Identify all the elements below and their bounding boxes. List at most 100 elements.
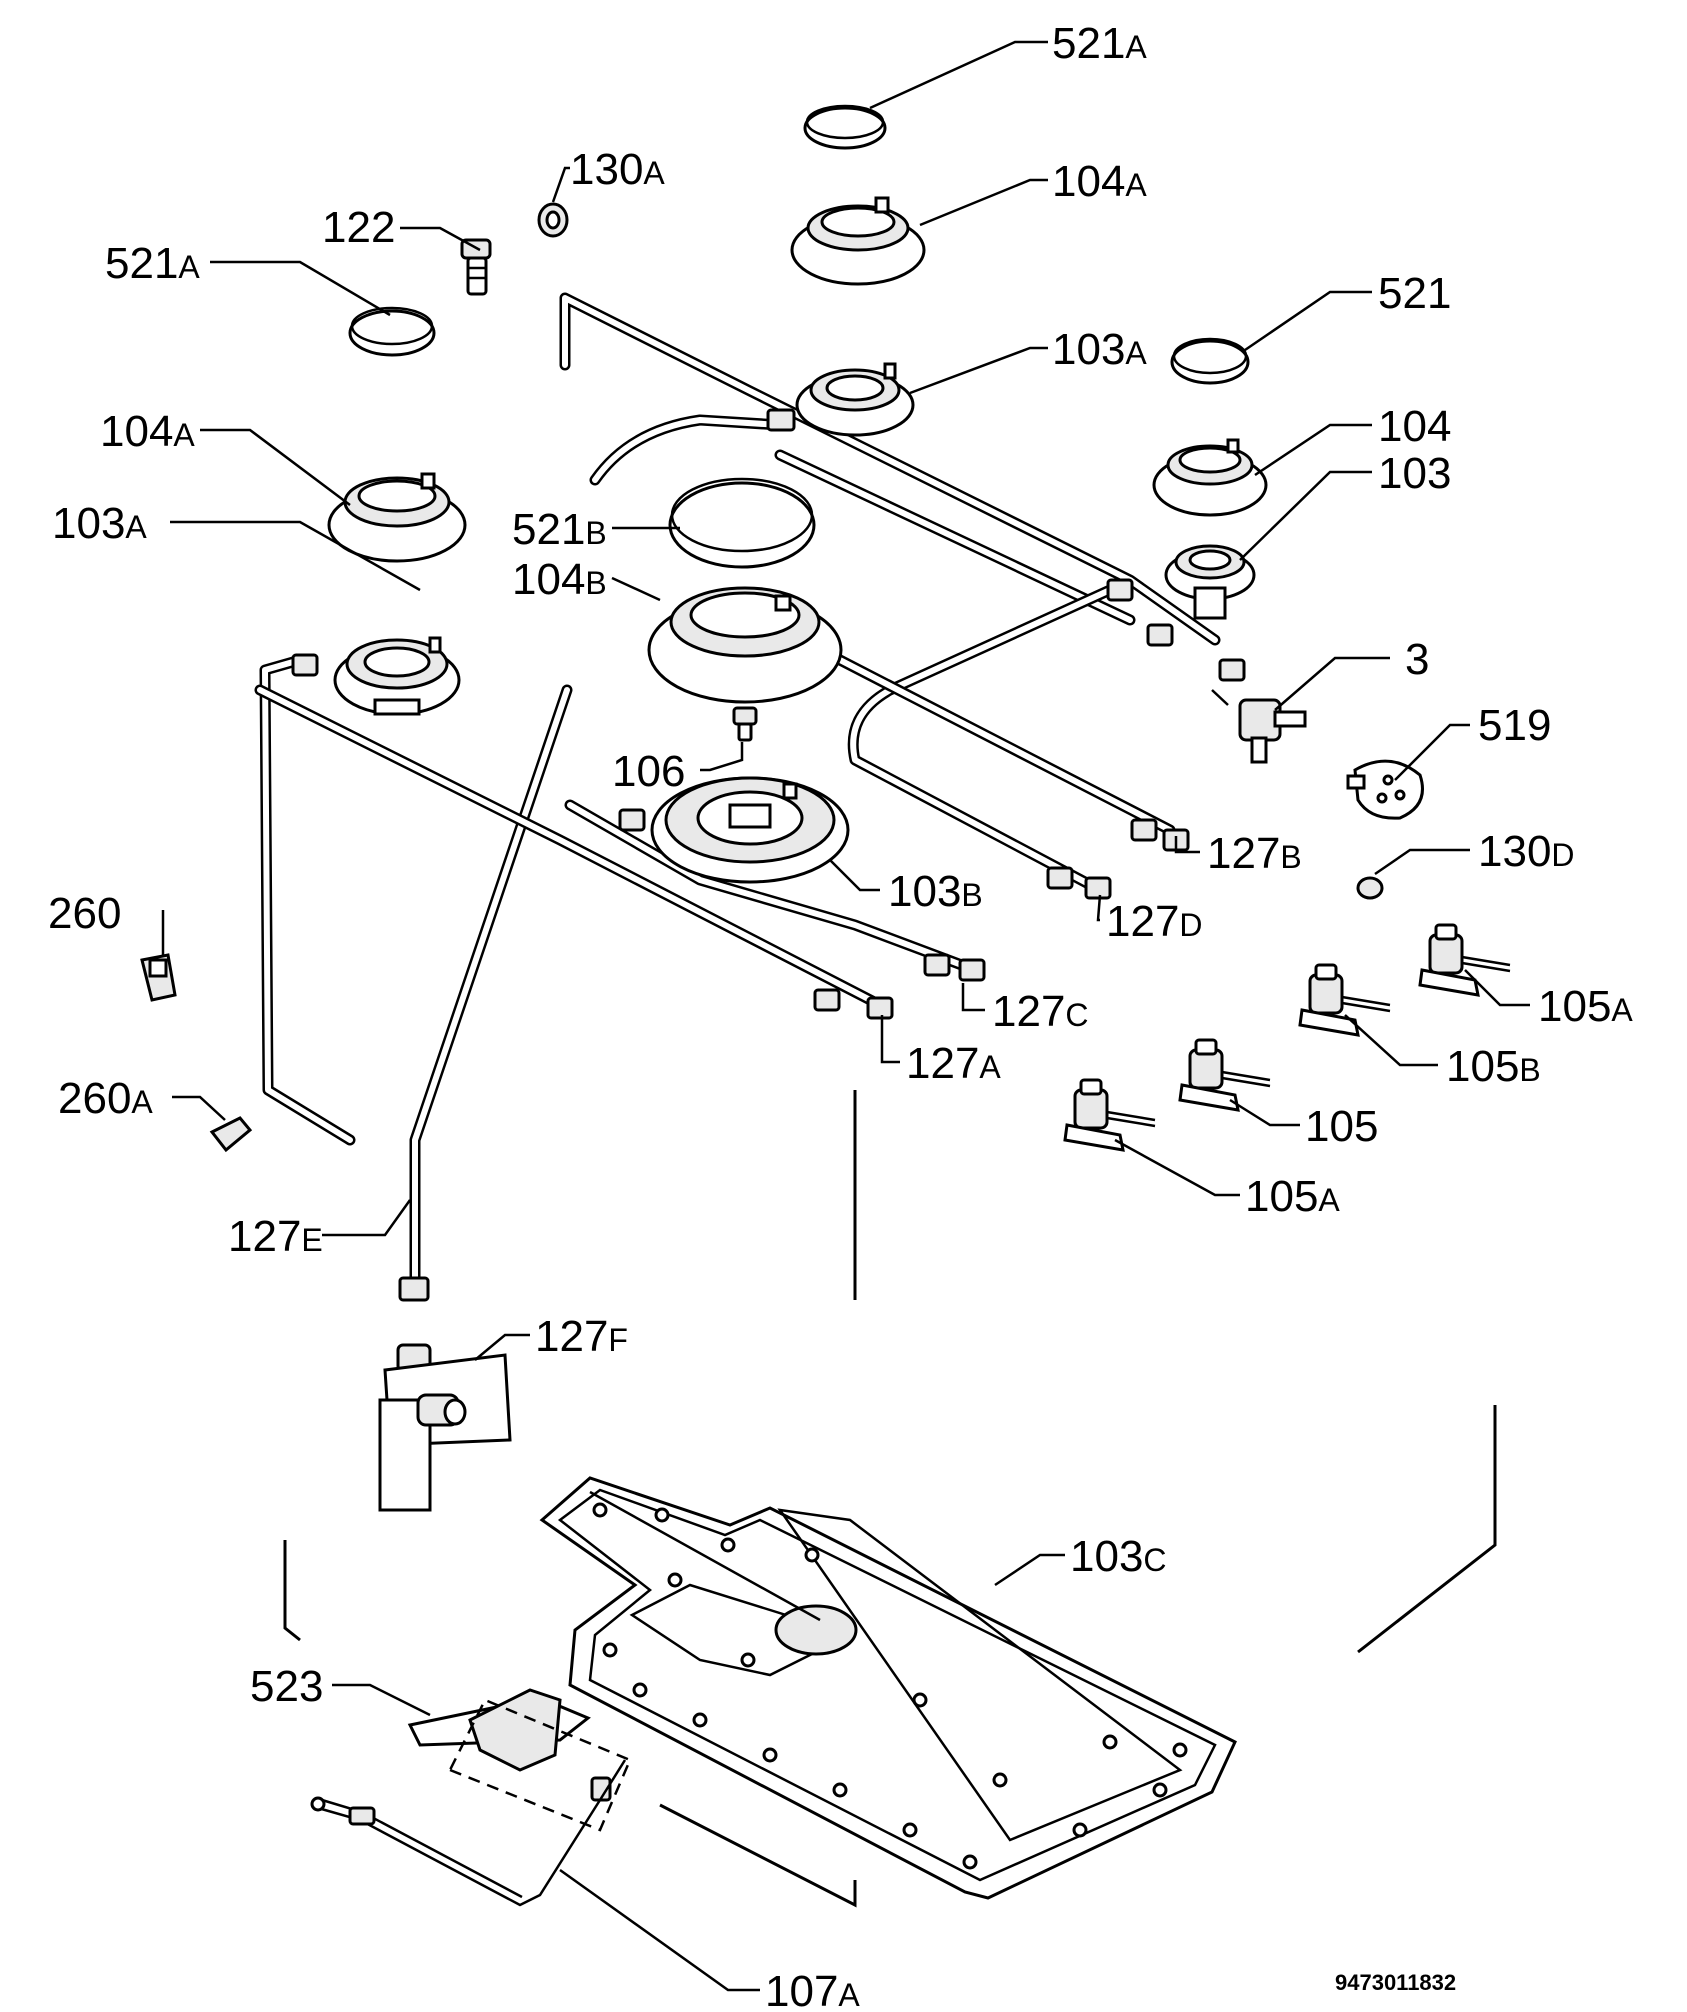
clip-260a <box>209 1116 253 1153</box>
callout-suffix: A <box>178 249 200 285</box>
callout-suffix: A <box>125 509 147 545</box>
callout-label: 104A <box>100 407 195 456</box>
gas-pipes <box>254 292 1221 1286</box>
callout-suffix: F <box>608 1322 628 1358</box>
callout-label: 127E <box>228 1212 323 1261</box>
callout-suffix: B <box>961 877 982 913</box>
callout-label: 523 <box>250 1662 323 1711</box>
callout-num: 3 <box>1405 635 1429 684</box>
callout-label: 127A <box>906 1039 1001 1088</box>
callout-num: 104 <box>1378 402 1451 451</box>
callout-num: 521 <box>1052 19 1125 68</box>
document-number: 9473011832 <box>1335 1970 1456 1995</box>
callout-label: 106 <box>612 747 685 796</box>
burner-base-103b <box>650 776 850 884</box>
callout-num: 260 <box>48 889 121 938</box>
callout-label: 130D <box>1478 827 1575 876</box>
callout-suffix: A <box>173 417 195 453</box>
callout-num: 521 <box>1378 269 1451 318</box>
callout-label: 103C <box>1070 1532 1167 1581</box>
callout-suffix: A <box>1611 992 1633 1028</box>
burner-caps <box>348 104 1250 569</box>
callout-num: 127 <box>535 1312 608 1361</box>
callout-label: 521A <box>1052 19 1147 68</box>
callout-label: 104B <box>512 555 607 604</box>
callout-suffix: E <box>301 1222 322 1258</box>
callout-num: 105 <box>1538 982 1611 1031</box>
callout-suffix: B <box>585 515 606 551</box>
callout-suffix: A <box>643 155 665 191</box>
thermocouple-107a <box>310 1759 627 1907</box>
burner-heads <box>327 196 1268 704</box>
callout-label: 519 <box>1478 701 1551 750</box>
gas-tap-105b <box>1298 963 1391 1037</box>
callout-suffix: A <box>131 1084 153 1120</box>
gas-tap-105a-bottom <box>1063 1078 1156 1152</box>
callout-label: 260 <box>48 889 121 938</box>
callout-suffix: B <box>1280 839 1301 875</box>
callout-label: 104A <box>1052 157 1147 206</box>
burner-head-104a-top <box>790 196 926 286</box>
callout-suffix: B <box>585 565 606 601</box>
leader-lines <box>161 40 1530 1992</box>
callout-label: 521B <box>512 505 607 554</box>
callout-num: 521 <box>105 239 178 288</box>
clip-260 <box>140 953 177 1002</box>
callout-num: 521 <box>512 505 585 554</box>
callout-label: 260A <box>58 1074 153 1123</box>
callout-num: 127 <box>1106 897 1179 946</box>
burner-cap-521a-top <box>803 104 887 150</box>
callout-suffix: A <box>838 1977 860 2012</box>
callout-num: 122 <box>322 203 395 252</box>
burner-cap-521b <box>668 477 816 569</box>
callout-suffix: C <box>1143 1542 1166 1578</box>
callout-label: 105 <box>1305 1102 1378 1151</box>
callout-suffix: D <box>1179 907 1202 943</box>
callout-labels: 521A 130A 104A 122 521A 521 103A 104A 10… <box>48 19 1633 2012</box>
callout-label: 521 <box>1378 269 1451 318</box>
callout-num: 103 <box>52 499 125 548</box>
callout-label: 104 <box>1378 402 1451 451</box>
callout-label: 105A <box>1538 982 1633 1031</box>
callout-num: 105 <box>1245 1172 1318 1221</box>
bracket-523 <box>407 1688 632 1832</box>
callout-suffix: A <box>1318 1182 1340 1218</box>
callout-suffix: A <box>1125 335 1147 371</box>
callout-label: 105B <box>1446 1042 1541 1091</box>
callout-label: 127B <box>1207 829 1302 878</box>
burner-base-103 <box>1164 544 1256 620</box>
callout-label: 103A <box>52 499 147 548</box>
callout-num: 130 <box>570 145 643 194</box>
callout-suffix: A <box>979 1049 1001 1085</box>
gas-tap-105a-right <box>1418 923 1511 997</box>
nut-130d <box>1356 876 1384 900</box>
callout-suffix: B <box>1519 1052 1540 1088</box>
callout-label: 103A <box>1052 325 1147 374</box>
callout-num: 104 <box>100 407 173 456</box>
callout-num: 104 <box>512 555 585 604</box>
gas-taps <box>1063 923 1511 1152</box>
oven-valve-127f <box>378 1343 512 1512</box>
callout-num: 519 <box>1478 701 1551 750</box>
callout-num: 523 <box>250 1662 323 1711</box>
callout-label: 3 <box>1405 635 1429 684</box>
callout-num: 107 <box>765 1967 838 2012</box>
burner-cap-521 <box>1170 337 1250 385</box>
callout-label: 521A <box>105 239 200 288</box>
callout-num: 127 <box>992 987 1065 1036</box>
callout-label: 107A <box>765 1967 860 2012</box>
callout-label: 122 <box>322 203 395 252</box>
base-plate-103c <box>539 1476 1237 1900</box>
callout-label: 103B <box>888 867 983 916</box>
thermocouple-3 <box>1211 689 1307 764</box>
plate-519 <box>1346 759 1424 820</box>
callout-num: 105 <box>1446 1042 1519 1091</box>
burner-head-104a-left <box>327 472 467 563</box>
callout-num: 103 <box>1052 325 1125 374</box>
frame-lines <box>283 1090 1497 1908</box>
callout-num: 130 <box>1478 827 1551 876</box>
callout-num: 260 <box>58 1074 131 1123</box>
callout-num: 106 <box>612 747 685 796</box>
callout-num: 103 <box>1378 449 1451 498</box>
